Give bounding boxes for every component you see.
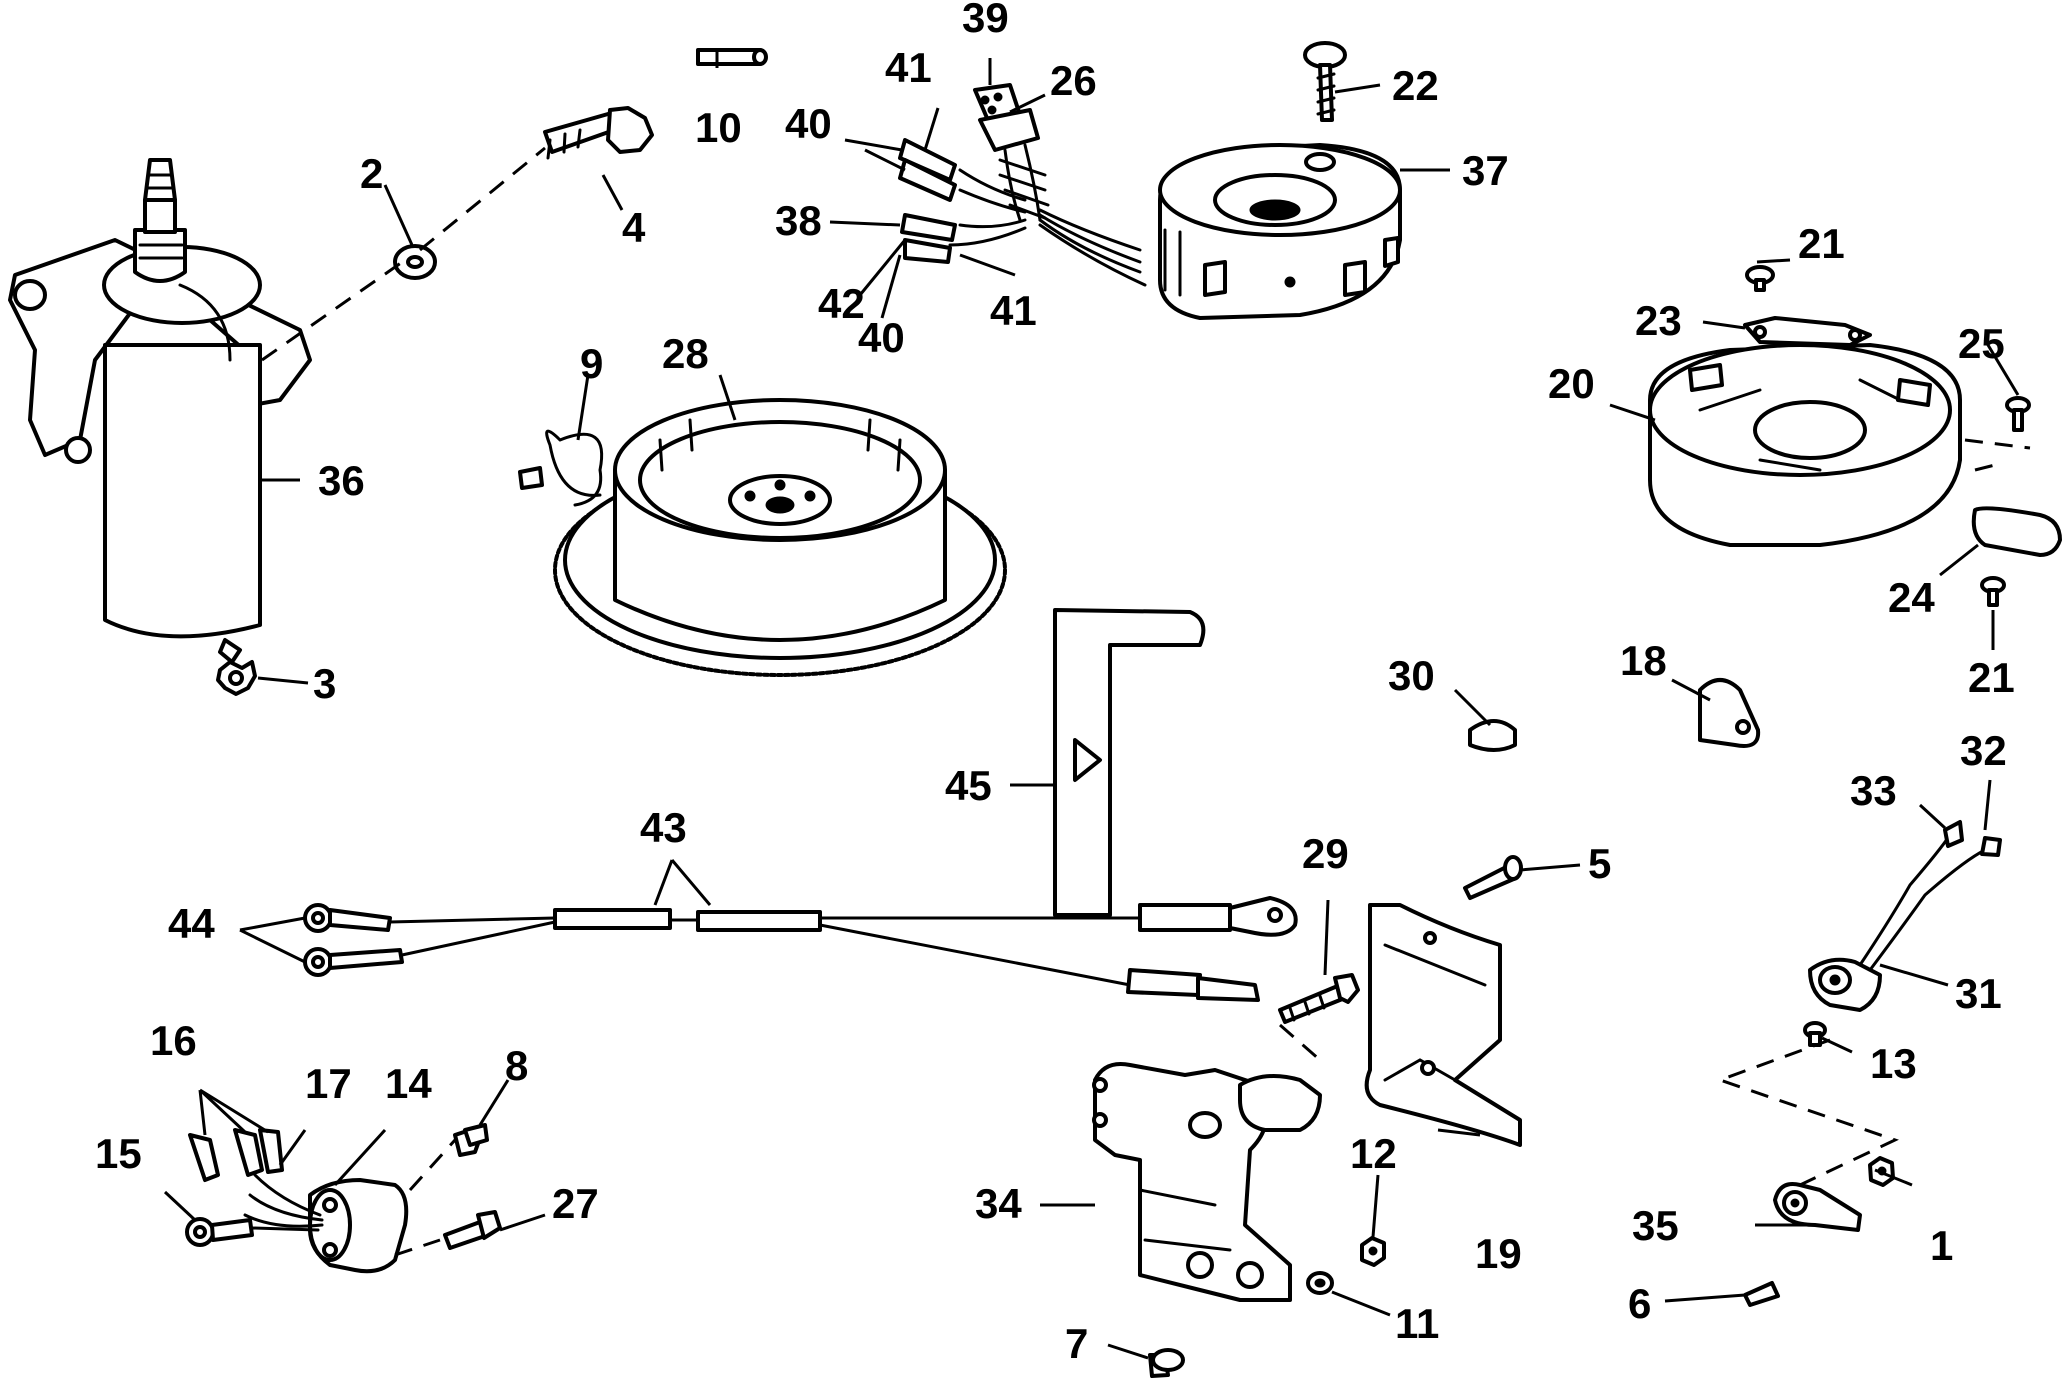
callout-37: 37 <box>1462 147 1509 194</box>
lock-washer <box>1306 1271 1334 1295</box>
callout-25: 25 <box>1958 320 2005 367</box>
bracket-screw <box>1148 1348 1185 1378</box>
dowel-pin <box>696 48 768 66</box>
timer-screws <box>1745 265 2006 607</box>
callout-40-bottom: 40 <box>858 314 905 361</box>
callout-12: 12 <box>1350 1130 1397 1177</box>
callout-9: 9 <box>580 340 603 387</box>
callout-21-top: 21 <box>1798 220 1845 267</box>
starter-motor <box>8 158 312 664</box>
callout-6: 6 <box>1628 1280 1651 1327</box>
callout-29: 29 <box>1302 830 1349 877</box>
throttle-lever <box>1773 1182 1862 1232</box>
callout-4: 4 <box>622 204 646 251</box>
washer <box>393 244 437 280</box>
callout-18: 18 <box>1620 637 1667 684</box>
switch-screw <box>1803 1021 1827 1047</box>
callout-44: 44 <box>168 900 215 947</box>
callout-26: 26 <box>1050 57 1097 104</box>
grommet <box>1468 719 1517 752</box>
callout-24: 24 <box>1888 574 1935 621</box>
timer-clip <box>1971 506 2062 557</box>
callout-38: 38 <box>775 197 822 244</box>
callout-31: 31 <box>1955 970 2002 1017</box>
callout-2: 2 <box>360 150 383 197</box>
callout-15: 15 <box>95 1130 142 1177</box>
callout-5: 5 <box>1588 840 1611 887</box>
flywheel <box>553 398 1007 677</box>
callout-28: 28 <box>662 330 709 377</box>
callout-labels: 1 2 3 4 5 6 7 8 9 10 11 12 13 14 15 16 1… <box>95 0 2015 1367</box>
leader-lines <box>163 50 2020 1360</box>
lever-screw <box>1743 1281 1780 1307</box>
wire-harness <box>898 83 1147 287</box>
callout-35: 35 <box>1632 1202 1679 1249</box>
callout-21-bottom: 21 <box>1968 654 2015 701</box>
callout-13: 13 <box>1870 1040 1917 1087</box>
callout-19: 19 <box>1475 1230 1522 1277</box>
callout-42: 42 <box>818 280 865 327</box>
callout-11: 11 <box>1395 1300 1439 1347</box>
callout-33: 33 <box>1850 767 1897 814</box>
callout-36: 36 <box>318 457 365 504</box>
starter-solenoid <box>185 1128 409 1274</box>
throttle-cam-follower <box>1698 678 1761 748</box>
callout-34: 34 <box>975 1180 1022 1227</box>
retainer-plate <box>1743 316 1872 347</box>
cable-clamp <box>1053 608 1206 917</box>
callout-30: 30 <box>1388 652 1435 699</box>
callout-16: 16 <box>150 1017 197 1064</box>
callout-32: 32 <box>1960 727 2007 774</box>
starter-bolt <box>543 106 654 160</box>
solenoid-screws <box>443 1123 502 1250</box>
timer-base <box>1648 343 1962 547</box>
callout-20: 20 <box>1548 360 1595 407</box>
callout-23: 23 <box>1635 297 1682 344</box>
retaining-ring <box>518 429 604 507</box>
callout-14: 14 <box>385 1060 432 1107</box>
callout-41-bottom: 41 <box>990 287 1037 334</box>
solenoid-bracket <box>1092 1062 1322 1302</box>
callout-43: 43 <box>640 804 687 851</box>
callout-3: 3 <box>313 660 336 707</box>
callout-7: 7 <box>1065 1320 1088 1367</box>
interlock-switch <box>1808 820 2002 1012</box>
shield-screw <box>1463 855 1523 900</box>
callout-39: 39 <box>962 0 1009 41</box>
lock-nut <box>216 660 257 696</box>
assembly-lines <box>261 146 2031 1257</box>
stator <box>1158 143 1402 320</box>
callout-1: 1 <box>1930 1222 1953 1269</box>
shield-plate <box>1364 903 1522 1147</box>
callout-8: 8 <box>505 1042 528 1089</box>
callout-40-top: 40 <box>785 100 832 147</box>
callout-45: 45 <box>945 762 992 809</box>
battery-cables <box>303 896 1298 1002</box>
callout-17: 17 <box>305 1060 352 1107</box>
callout-10: 10 <box>695 104 742 151</box>
callout-41-top: 41 <box>885 44 932 91</box>
callout-22: 22 <box>1392 62 1439 109</box>
solenoid-bolt <box>1278 973 1360 1024</box>
stator-screw <box>1303 41 1347 122</box>
callout-27: 27 <box>552 1180 599 1227</box>
timer-screw <box>2005 396 2031 432</box>
hex-nut <box>1360 1236 1386 1267</box>
